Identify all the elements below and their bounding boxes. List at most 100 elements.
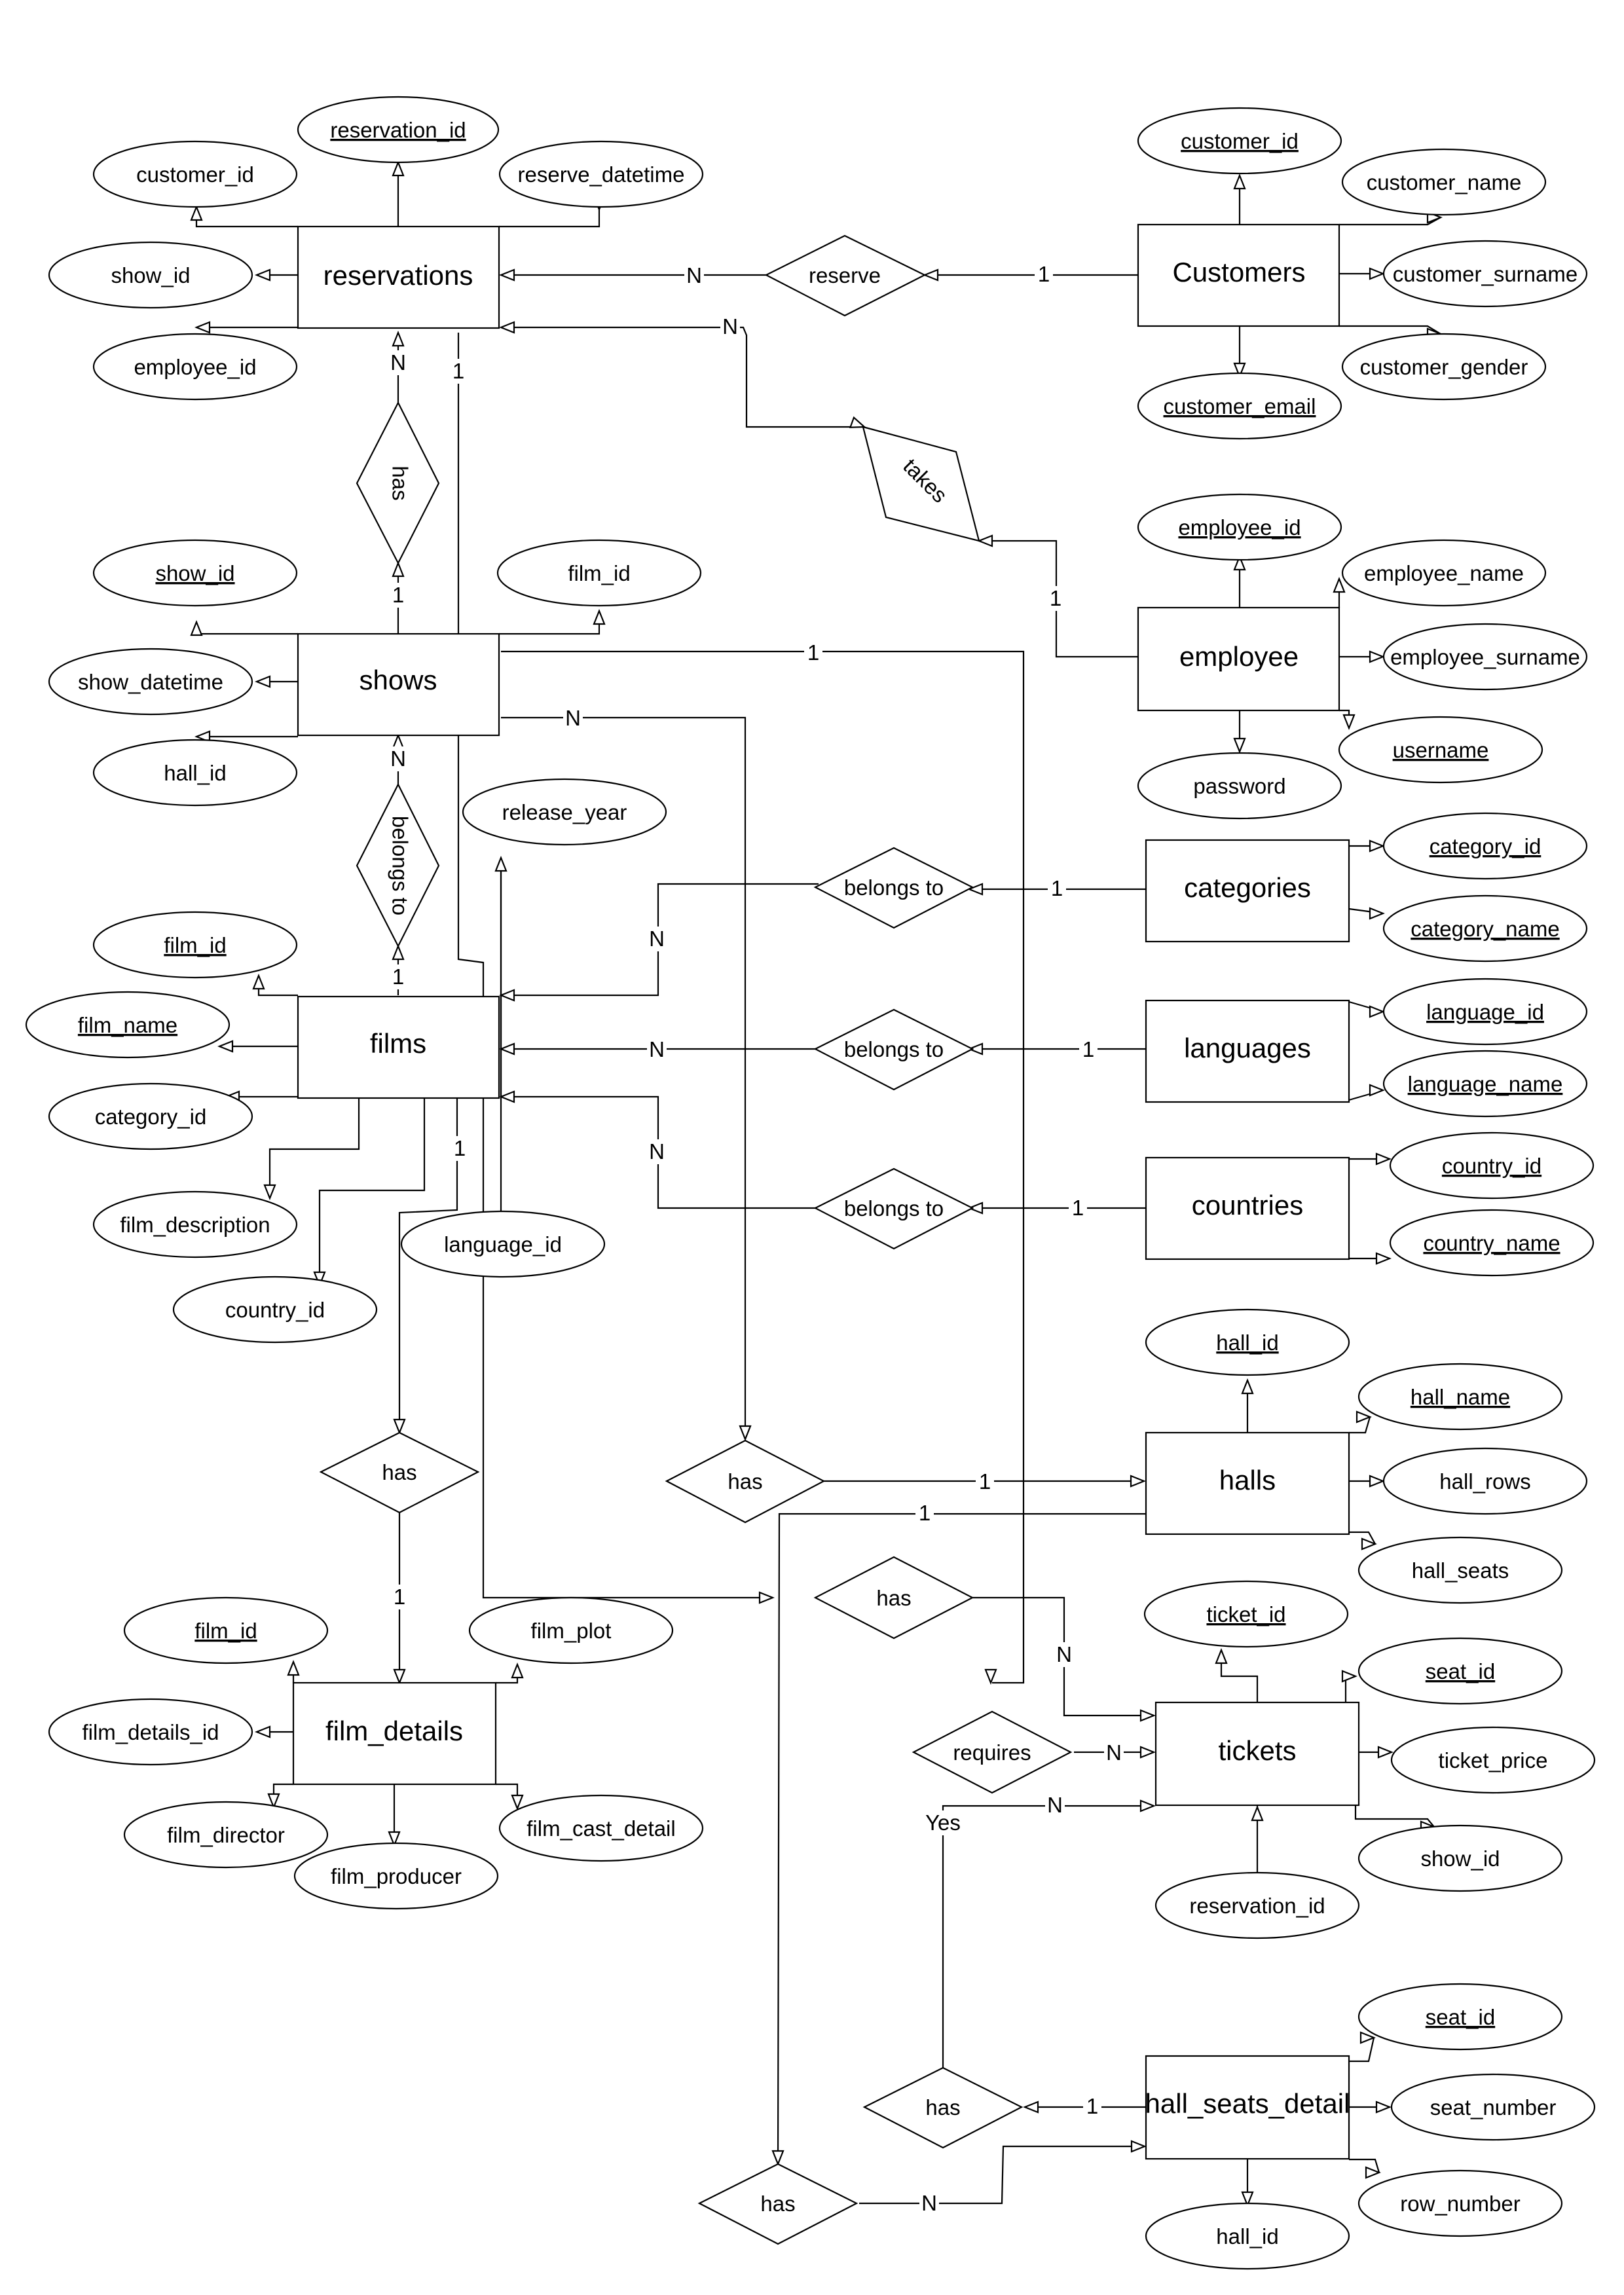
attr-country-id-key[interactable]: country_id (1389, 1131, 1595, 1200)
entity-languages[interactable]: languages (1145, 999, 1350, 1103)
attr-film-country-id[interactable]: country_id (172, 1276, 378, 1344)
attr-label: show_datetime (78, 670, 223, 694)
attr-reservation-id[interactable]: reservation_id (297, 96, 500, 164)
attr-ticket-id-key[interactable]: ticket_id (1143, 1580, 1349, 1648)
attr-show-hall-id[interactable]: hall_id (92, 739, 298, 807)
rel-label: has (760, 2192, 795, 2216)
entity-films[interactable]: films (297, 995, 500, 1099)
entity-tickets[interactable]: tickets (1154, 1701, 1360, 1807)
attr-employee-id[interactable]: employee_id (92, 333, 298, 401)
attr-customer-name[interactable]: customer_name (1341, 148, 1547, 216)
attr-customer-id[interactable]: customer_id (92, 140, 298, 208)
entity-shows[interactable]: shows (297, 633, 500, 737)
attr-film-plot[interactable]: film_plot (468, 1596, 674, 1664)
attr-film-name[interactable]: film_name (25, 991, 231, 1059)
entity-countries[interactable]: countries (1145, 1156, 1350, 1260)
rel-has-tickets[interactable]: has (813, 1556, 974, 1640)
rel-films-has-film-details[interactable]: has (319, 1431, 480, 1514)
card-showhas-halls-1: 1 (976, 1469, 994, 1494)
card-label: N (390, 350, 406, 375)
attr-ticket-reservation-id[interactable]: reservation_id (1154, 1871, 1360, 1939)
attr-show-datetime[interactable]: show_datetime (48, 648, 253, 716)
card-label: 1 (392, 583, 404, 607)
attr-hall-id-key[interactable]: hall_id (1145, 1308, 1350, 1376)
rel-takes[interactable]: takes (862, 426, 980, 542)
attr-hsd-row-number[interactable]: row_number (1357, 2169, 1563, 2237)
rel-hall-seat-has[interactable]: has (697, 2163, 858, 2245)
attr-label: customer_email (1164, 394, 1316, 418)
rel-seat-has[interactable]: has (862, 2066, 1024, 2149)
rel-films-belongs-to-countries[interactable]: belongs to (813, 1167, 974, 1250)
attr-ticket-price[interactable]: ticket_price (1390, 1726, 1596, 1794)
attr-reserve-datetime[interactable]: reserve_datetime (498, 140, 704, 208)
rel-shows-has-halls[interactable]: has (665, 1439, 826, 1524)
attr-film-id-key[interactable]: film_id (92, 911, 298, 979)
attr-release-year[interactable]: release_year (462, 778, 667, 846)
attr-ticket-seat-id[interactable]: seat_id (1357, 1637, 1563, 1705)
attr-show-film-id[interactable]: film_id (496, 539, 702, 607)
attr-employee-id-key[interactable]: employee_id (1137, 493, 1342, 561)
attr-label: show_id (1420, 1846, 1500, 1871)
entity-customers[interactable]: Customers (1137, 223, 1340, 327)
attr-film-description[interactable]: film_description (92, 1190, 298, 1258)
entity-reservations[interactable]: reservations (297, 225, 500, 329)
attr-customer-surname[interactable]: customer_surname (1382, 240, 1588, 308)
entity-employee[interactable]: employee (1137, 606, 1340, 712)
rel-films-belongs-to-categories[interactable]: belongs to (813, 847, 974, 929)
attr-customer-id-key[interactable]: customer_id (1137, 107, 1342, 175)
attr-label: country_id (225, 1298, 325, 1322)
attr-hsd-hall-id[interactable]: hall_id (1145, 2202, 1350, 2270)
connector-res-takes (501, 326, 864, 428)
attr-hall-seats[interactable]: hall_seats (1357, 1536, 1563, 1604)
attr-employee-surname[interactable]: employee_surname (1382, 623, 1588, 691)
attr-label: category_id (1430, 834, 1541, 858)
attr-hsd-seat-number[interactable]: seat_number (1390, 2073, 1596, 2141)
rel-reserve[interactable]: reserve (764, 234, 927, 317)
attr-label: film_cast_detail (526, 1816, 675, 1841)
attr-show-id[interactable]: show_id (48, 241, 253, 309)
entity-label: tickets (1218, 1735, 1296, 1766)
attr-employee-name[interactable]: employee_name (1341, 539, 1547, 607)
attr-film-cast-detail[interactable]: film_cast_detail (498, 1794, 704, 1862)
rel-reservations-has-shows[interactable]: has (356, 401, 440, 565)
attr-customer-email[interactable]: customer_email (1137, 372, 1342, 440)
rel-requires[interactable]: requires (912, 1710, 1073, 1794)
entity-hall-seats-detail[interactable]: hall_seats_detail (1145, 2055, 1350, 2160)
attr-film-details-id[interactable]: film_details_id (48, 1698, 253, 1766)
entity-film-details[interactable]: film_details (292, 1681, 497, 1786)
entity-label: halls (1219, 1465, 1276, 1496)
attr-hall-name[interactable]: hall_name (1357, 1363, 1563, 1431)
attr-language-name[interactable]: language_name (1382, 1050, 1588, 1118)
connector-show-requires (501, 650, 1025, 1684)
card-film-country-n: N (647, 1139, 667, 1164)
attr-fd-film-id[interactable]: film_id (123, 1596, 329, 1664)
rel-label: requires (953, 1740, 1031, 1765)
attr-language-id-key[interactable]: language_id (1382, 978, 1588, 1046)
card-label: 1 (919, 1501, 931, 1525)
attr-film-language-id[interactable]: language_id (400, 1210, 606, 1278)
connector-fil-film-description (268, 1098, 360, 1198)
attr-film-category-id[interactable]: category_id (48, 1082, 253, 1150)
attr-show-id-key[interactable]: show_id (92, 539, 298, 607)
card-cat-1: 1 (1048, 876, 1066, 901)
attr-password[interactable]: password (1137, 752, 1342, 820)
rel-shows-belongs-to-films[interactable]: belongs to (356, 782, 440, 948)
attr-hall-rows[interactable]: hall_rows (1382, 1447, 1588, 1515)
connector-hsd-seat-id (1349, 2037, 1375, 2063)
attr-customer-gender[interactable]: customer_gender (1341, 333, 1547, 401)
entity-categories[interactable]: categories (1145, 839, 1350, 943)
entity-halls[interactable]: halls (1145, 1431, 1350, 1535)
attr-hsd-seat-id[interactable]: seat_id (1357, 1983, 1563, 2051)
attr-label: film_id (194, 1619, 257, 1643)
attr-film-director[interactable]: film_director (123, 1801, 329, 1869)
attr-category-name[interactable]: category_name (1382, 894, 1588, 963)
connector-hsd-row-number (1349, 2158, 1380, 2173)
card-label: N (565, 706, 581, 730)
attr-country-name[interactable]: country_name (1389, 1209, 1595, 1277)
attr-category-id-key[interactable]: category_id (1382, 812, 1588, 880)
attr-ticket-show-id[interactable]: show_id (1357, 1824, 1563, 1892)
card-tickethas-n: N (1054, 1642, 1074, 1667)
rel-films-belongs-to-languages[interactable]: belongs to (813, 1008, 974, 1091)
attr-film-producer[interactable]: film_producer (293, 1842, 499, 1910)
attr-username[interactable]: username (1338, 716, 1543, 784)
